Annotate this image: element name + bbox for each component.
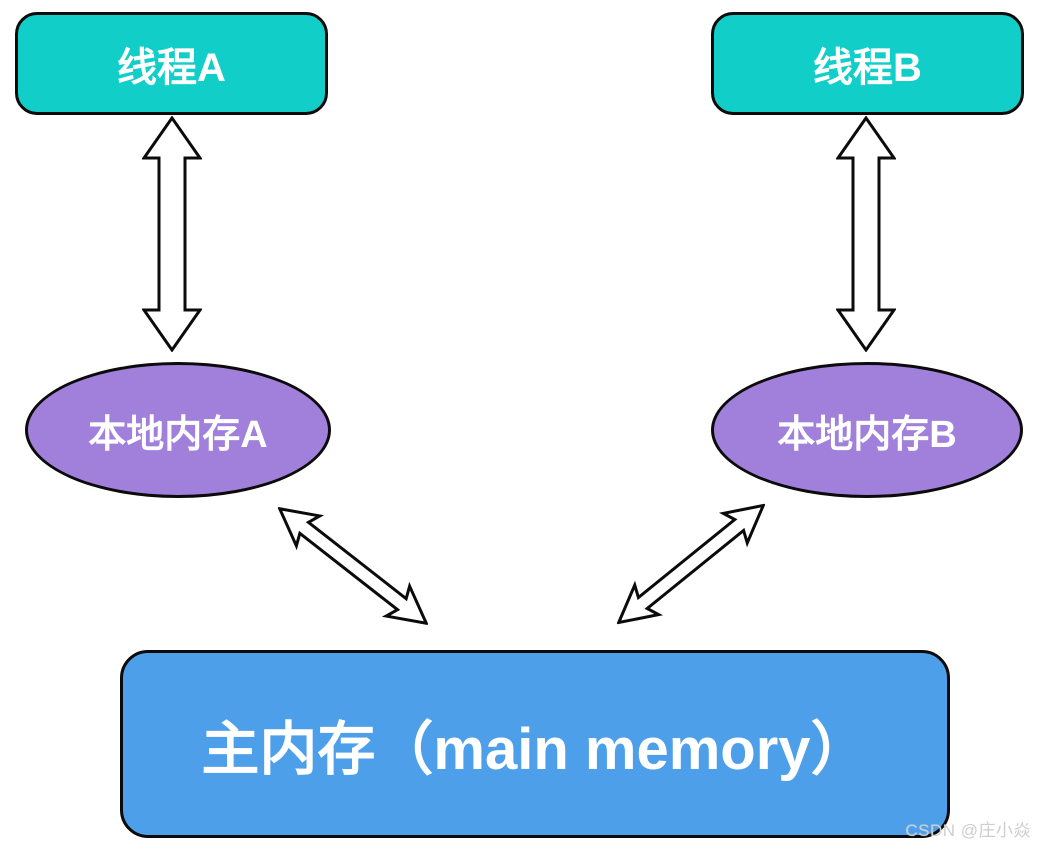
node-local-memory-a: 本地内存A	[25, 362, 331, 498]
node-thread-b: 线程B	[711, 12, 1024, 115]
node-local-memory-b: 本地内存B	[711, 362, 1023, 498]
arrow-thread-b-local-memory-b	[835, 115, 897, 353]
node-thread-a: 线程A	[15, 12, 328, 115]
node-local-memory-b-label: 本地内存B	[777, 413, 957, 456]
node-main-memory-label: 主内存（main memory）	[201, 717, 869, 782]
csdn-watermark: CSDN @庄小焱	[905, 821, 1031, 840]
node-thread-a-label: 线程A	[117, 45, 226, 90]
arrow-thread-a-local-memory-a	[141, 115, 203, 353]
arrow-local-memory-a-main-memory	[264, 489, 442, 642]
arrow-local-memory-b-main-memory	[603, 486, 780, 641]
node-main-memory: 主内存（main memory）	[120, 650, 950, 838]
node-thread-b-label: 线程B	[813, 45, 922, 90]
node-local-memory-a-label: 本地内存A	[88, 413, 268, 456]
